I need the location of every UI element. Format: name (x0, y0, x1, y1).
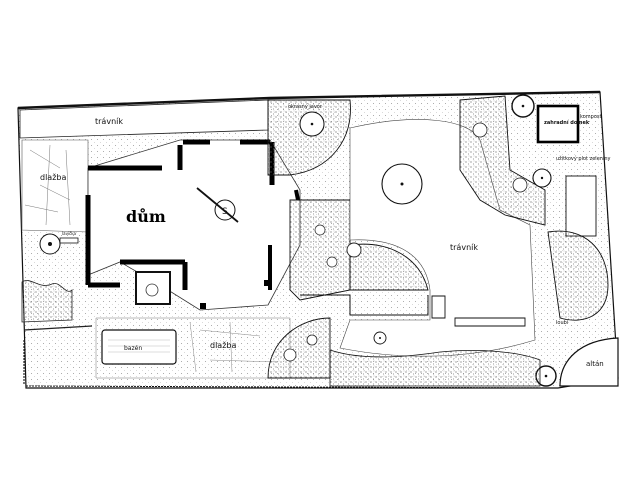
planting-top-maple: okrasný javor (267, 99, 351, 176)
tree-left (39, 233, 61, 255)
gazebo-label: altán (586, 360, 604, 368)
planting-bed-center (289, 199, 429, 316)
lawn-top-label: trávník (95, 117, 123, 126)
compost: kompost (580, 114, 601, 120)
bench: lavička (59, 231, 79, 244)
tree-right-mid (532, 168, 552, 188)
paving-left: dlažba (21, 139, 89, 233)
house-label: dům (126, 206, 166, 226)
hedge-left (21, 280, 93, 385)
tree-near-shed (511, 94, 535, 118)
bench-label: lavička (62, 231, 76, 236)
planting-arc-bottom (267, 317, 331, 379)
hedge-bottom (329, 349, 541, 387)
house: dům S (85, 139, 301, 311)
tree-lawn-small (373, 331, 387, 345)
compass-letter: S (222, 207, 228, 217)
pool-label: bazén (124, 345, 142, 352)
planting-right (459, 95, 546, 226)
gazebo: altán (559, 337, 619, 387)
garden-shed-label: zahradní domek (544, 119, 590, 126)
tree-lawn-large (381, 163, 423, 205)
garden-shed: zahradní domek (536, 104, 590, 144)
vegetable-garden: užitkový plot zeleniny (556, 155, 610, 237)
paving-bottom-label: dlažba (210, 341, 236, 350)
lawn-main-label: trávník (450, 243, 478, 252)
pool: bazén (101, 329, 177, 365)
compass-icon: S (196, 187, 239, 223)
pergola-label: loubí (556, 319, 569, 326)
edible-fence-label: užitkový plot zeleniny (556, 155, 610, 162)
planting-right-bottom: loubí (547, 230, 609, 326)
lawn-edge-paths (431, 295, 526, 327)
compost-label: kompost (580, 114, 601, 120)
maple-label: okrasný javor (288, 103, 323, 110)
paving-left-label: dlažba (40, 173, 66, 182)
courtyard-planter (135, 271, 171, 305)
